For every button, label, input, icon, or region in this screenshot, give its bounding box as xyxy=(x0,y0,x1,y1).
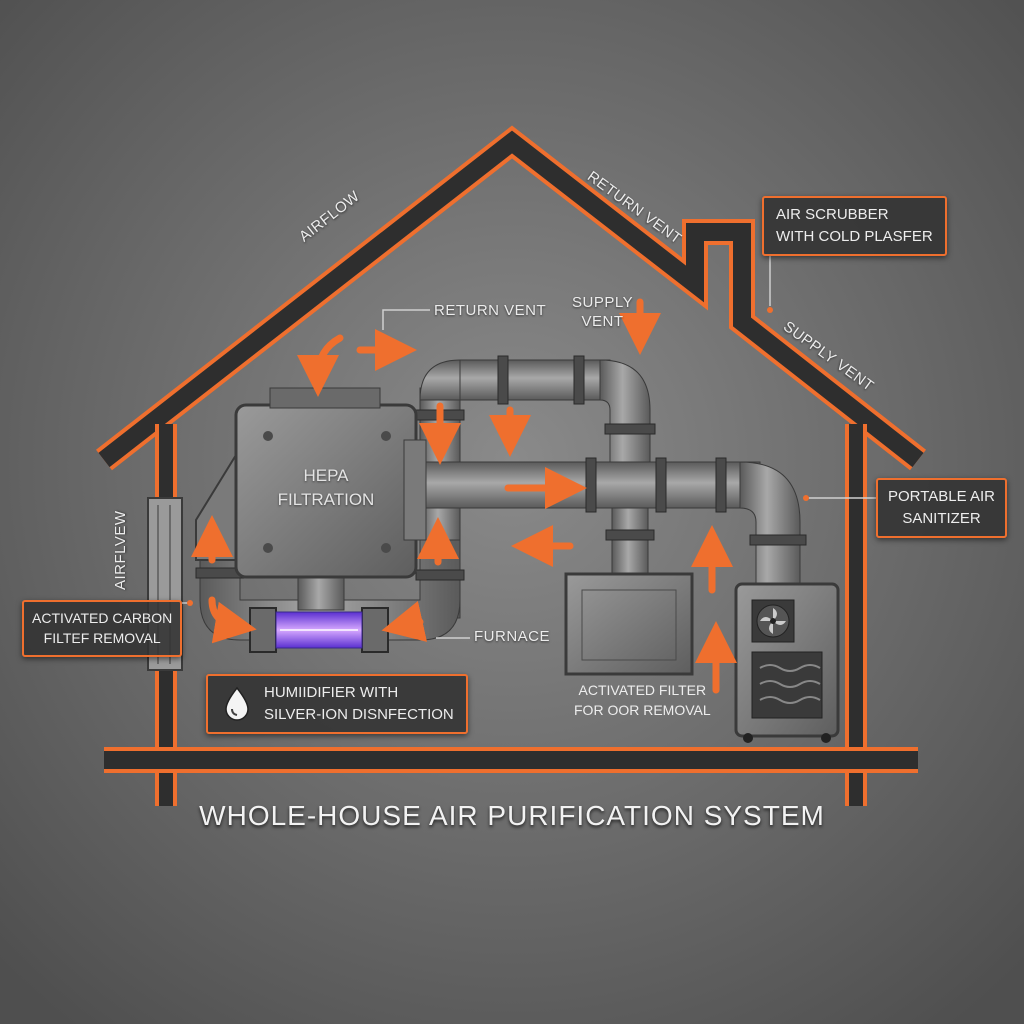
leader-dot-scrubber xyxy=(767,307,773,313)
hepa-filtration-label: HEPA FILTRATION xyxy=(277,466,375,509)
airflow-wall-label: AIRFLVEW xyxy=(112,510,129,590)
activated-filter-box xyxy=(564,572,694,676)
airflow-arrows xyxy=(191,298,737,694)
furnace-label: FURNACE xyxy=(474,628,551,645)
uv-lamp-icon xyxy=(249,607,389,653)
leader-dot-sanitizer xyxy=(803,495,809,501)
pipe-clamps xyxy=(195,355,807,581)
portable-sanitizer-callout: PORTABLE AIR SANITIZER xyxy=(876,478,1007,538)
return-vent-label: RETURN VENT xyxy=(434,302,547,319)
leader-dot-carbon xyxy=(187,600,193,606)
air-scrubber-callout: AIR SCRUBBER WITH COLD PLASFER xyxy=(762,196,947,256)
water-drop-icon xyxy=(222,686,252,722)
humidifier-label: HUMIIDIFIER WITH SILVER-ION DISNFECTION xyxy=(264,684,454,723)
portable-sanitizer-unit xyxy=(734,582,840,743)
carbon-filter-callout: ACTIVATED CARBON FILTEF REMOVAL xyxy=(22,600,183,657)
humidifier-callout: HUMIIDIFIER WITH SILVER-ION DISNFECTION xyxy=(206,674,468,734)
fan-icon xyxy=(756,604,790,638)
diagram-title: WHOLE-HOUSE AIR PURIFICATION SYSTEM xyxy=(199,800,825,831)
activated-filter-callout: ACTIVATED FILTER FOR OOR REMOVAL xyxy=(574,682,711,719)
supply-vent-label: SUPPLY VENT xyxy=(572,294,634,330)
